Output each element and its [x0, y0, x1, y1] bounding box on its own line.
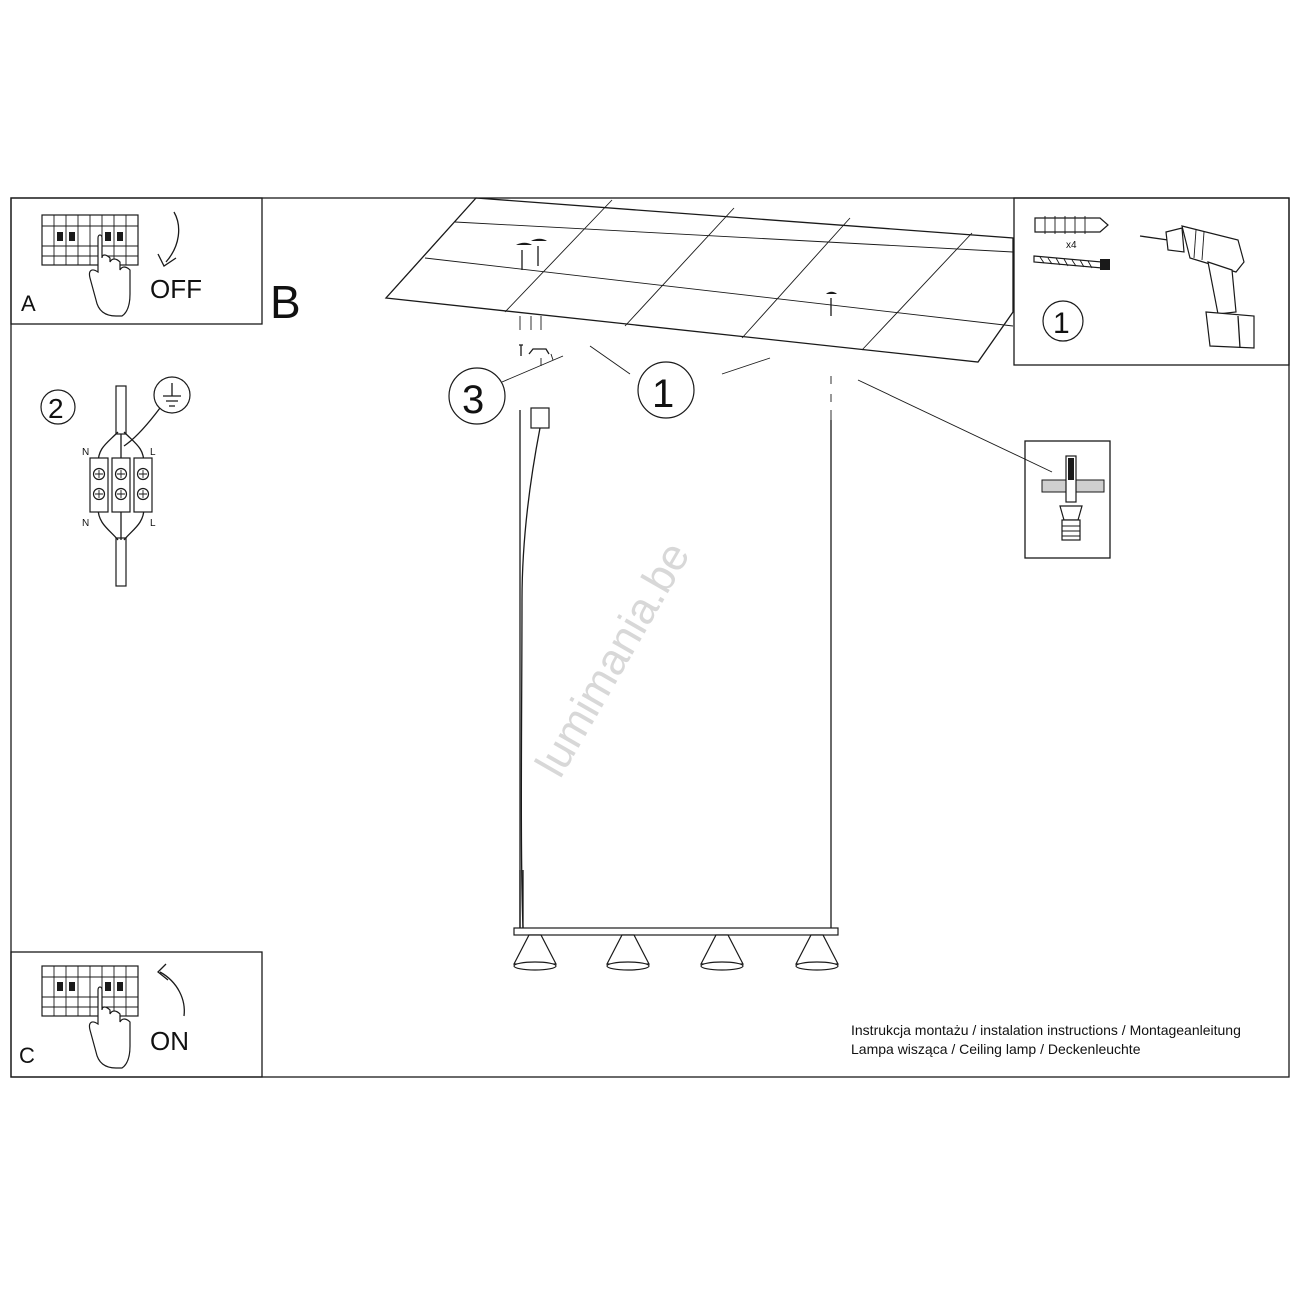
tools-step-circle — [1042, 300, 1084, 342]
arrow-up-icon — [157, 963, 185, 1017]
step-2-label: 2 — [48, 393, 64, 424]
footer-line-2: Lampa wisząca / Ceiling lamp / Deckenleu… — [851, 1041, 1141, 1057]
watermark: lumimania.be — [526, 534, 699, 785]
anchor-detail — [1024, 440, 1111, 559]
panel-b: B 3 — [270, 197, 1111, 971]
panel-b-letter: B — [270, 276, 301, 328]
quantity-label: x4 — [1066, 240, 1077, 251]
step-3-label: 3 — [462, 378, 484, 422]
breaker-box-icon — [41, 214, 139, 266]
panel-a-letter: A — [21, 291, 36, 316]
wall-plug-icon — [1034, 216, 1109, 234]
wiring-diagram: 2 N L N L — [40, 376, 191, 587]
terminal-block — [89, 457, 153, 513]
tools-step-label: 1 — [1053, 307, 1070, 340]
drill-icon — [1139, 225, 1255, 349]
step-1-label: 1 — [652, 372, 674, 416]
outer-frame — [10, 197, 1290, 1078]
live-label-top: L — [150, 447, 156, 458]
breaker-box-icon — [41, 965, 139, 1017]
neutral-label-top: N — [82, 447, 89, 458]
ceiling-grid — [384, 197, 1014, 363]
step-3-circle — [448, 367, 506, 425]
off-label: OFF — [150, 274, 202, 304]
panel-c: ON C — [10, 951, 263, 1078]
panel-a: OFF A — [10, 197, 263, 325]
lamp-shade — [513, 934, 557, 971]
hand-pointer-icon — [88, 234, 131, 317]
neutral-label-bottom: N — [82, 518, 89, 529]
on-label: ON — [150, 1026, 189, 1056]
step-1-circle — [637, 361, 695, 419]
live-label-bottom: L — [150, 518, 156, 529]
hand-pointer-icon — [88, 986, 131, 1069]
screw-icon — [1033, 255, 1110, 270]
cable-bottom — [115, 537, 127, 587]
canopy — [530, 407, 550, 429]
panel-c-letter: C — [19, 1043, 35, 1068]
lamp-shade — [700, 934, 744, 971]
step-2-circle — [40, 389, 76, 425]
lamp-shade — [606, 934, 650, 971]
lamp-shade — [795, 934, 839, 971]
lamp-bar — [513, 927, 839, 936]
cable-top — [115, 385, 127, 435]
arrow-down-icon — [157, 211, 180, 267]
footer-line-1: Instrukcja montażu / instalation instruc… — [851, 1022, 1241, 1038]
tools-panel: x4 1 — [1013, 197, 1290, 366]
